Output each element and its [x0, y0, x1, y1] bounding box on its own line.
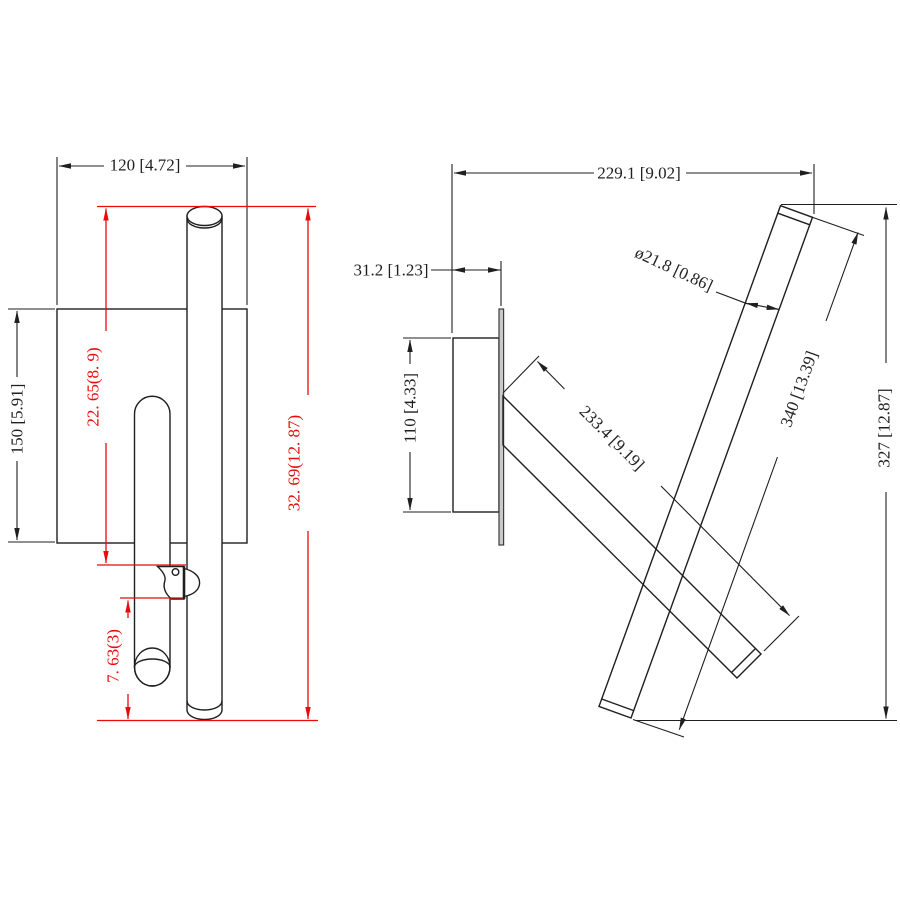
front-lower-extension-label: 7. 63(3): [103, 629, 123, 683]
front-dim-width: [56, 157, 248, 305]
side-dim-depth: [451, 164, 815, 333]
side-backplate-offset-label: 31.2 [1.23]: [353, 260, 429, 280]
side-arm-tube-cap-rim: [730, 647, 757, 674]
side-dim-tube-length: [632, 216, 865, 738]
front-plate-height-label: 150 [5.91]: [7, 383, 27, 455]
side-light-tube-bottom-rim: [601, 698, 635, 712]
front-overall-height-label: 32. 69(12. 87): [284, 414, 304, 512]
front-red-dims: [97, 205, 318, 722]
side-view: [403, 164, 897, 738]
front-bracket-lobe: [183, 567, 201, 598]
side-overall-height-label: 327 [12.87]: [874, 388, 894, 468]
side-arm-tube: [502, 394, 762, 679]
side-light-tube: [598, 204, 814, 719]
side-dim-backplate-offset: [431, 261, 502, 306]
front-bracket-hole: [171, 568, 180, 577]
side-dim-arm-length: [502, 355, 800, 652]
front-dim-plate-height: [8, 308, 55, 543]
side-dim-box-height: [403, 337, 451, 513]
front-tube-bottom-rim: [186, 700, 223, 711]
front-tube: [186, 215, 223, 721]
front-tube-top-rim: [186, 217, 223, 229]
front-rod: [133, 395, 171, 687]
front-width-label: 120 [4.72]: [109, 155, 181, 175]
side-mount-box: [452, 337, 500, 513]
side-box-height-label: 110 [4.33]: [400, 372, 420, 444]
side-dim-tube-diameter: [715, 291, 780, 310]
front-tube-top-cap: [186, 205, 223, 227]
side-depth-label: 229.1 [9.02]: [597, 163, 681, 183]
side-dim-overall-height: [635, 203, 897, 722]
front-view: [8, 157, 318, 722]
front-upper-extension-label: 22. 65(8. 9): [83, 347, 103, 427]
side-light-tube-top-rim: [777, 212, 811, 226]
front-rod-cap-rim: [133, 658, 171, 668]
